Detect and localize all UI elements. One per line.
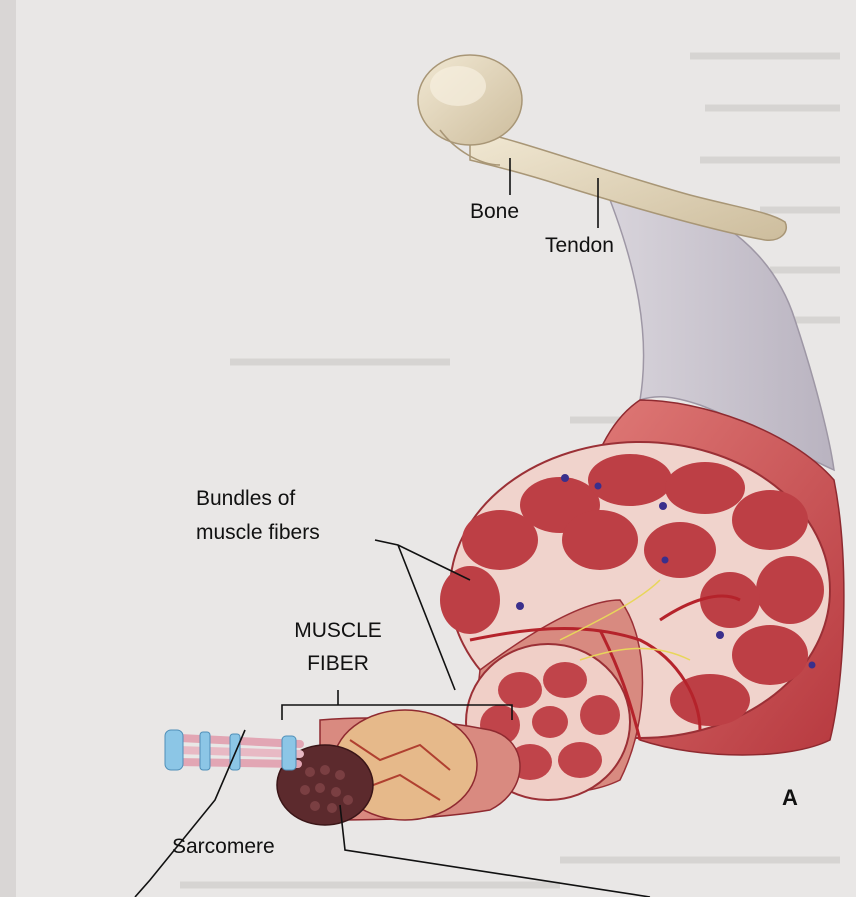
- panel-letter-a: A: [782, 786, 798, 810]
- muscle-fiber-label-line2: FIBER: [268, 652, 408, 676]
- bundles-label-line2: muscle fibers: [196, 521, 320, 545]
- sarcomere-label: Sarcomere: [172, 835, 275, 859]
- bone-label: Bone: [470, 200, 519, 224]
- page-left-shadow: [0, 0, 16, 897]
- tendon-label: Tendon: [545, 234, 614, 258]
- muscle-fiber-label-line1: MUSCLE: [268, 619, 408, 643]
- bundles-label-line1: Bundles of: [196, 487, 295, 511]
